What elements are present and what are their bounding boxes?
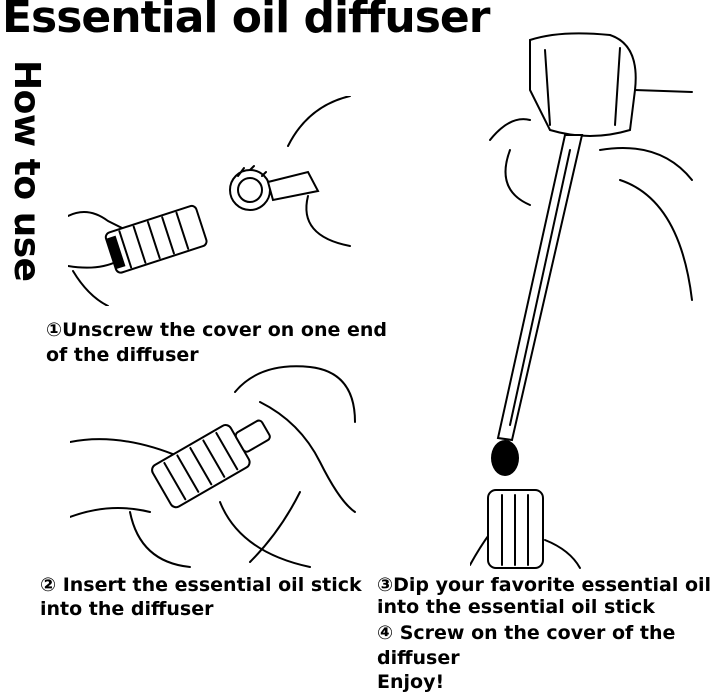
step-2-line-1: ② Insert the essential oil stick xyxy=(40,574,362,596)
step-1-line-2: of the diffuser xyxy=(46,344,199,366)
illustration-unscrew xyxy=(68,96,351,306)
step-4-line-1: ④ Screw on the cover of the xyxy=(377,622,676,644)
step-3-line-2: into the essential oil stick xyxy=(377,596,655,618)
step-1-line-1: ①Unscrew the cover on one end xyxy=(46,319,388,341)
side-title-text: How to use xyxy=(6,60,47,282)
illustration-dropper xyxy=(470,32,693,569)
enjoy-text: Enjoy! xyxy=(377,671,445,693)
step-3-line-1: ③Dip your favorite essential oil xyxy=(377,574,711,596)
page-title: Essential oil diffuser xyxy=(2,0,490,43)
illustration-insert xyxy=(70,365,356,568)
side-title: How to use xyxy=(4,60,47,320)
step-2-line-2: into the diffuser xyxy=(40,598,214,620)
step-4-line-2: diffuser xyxy=(377,647,460,669)
